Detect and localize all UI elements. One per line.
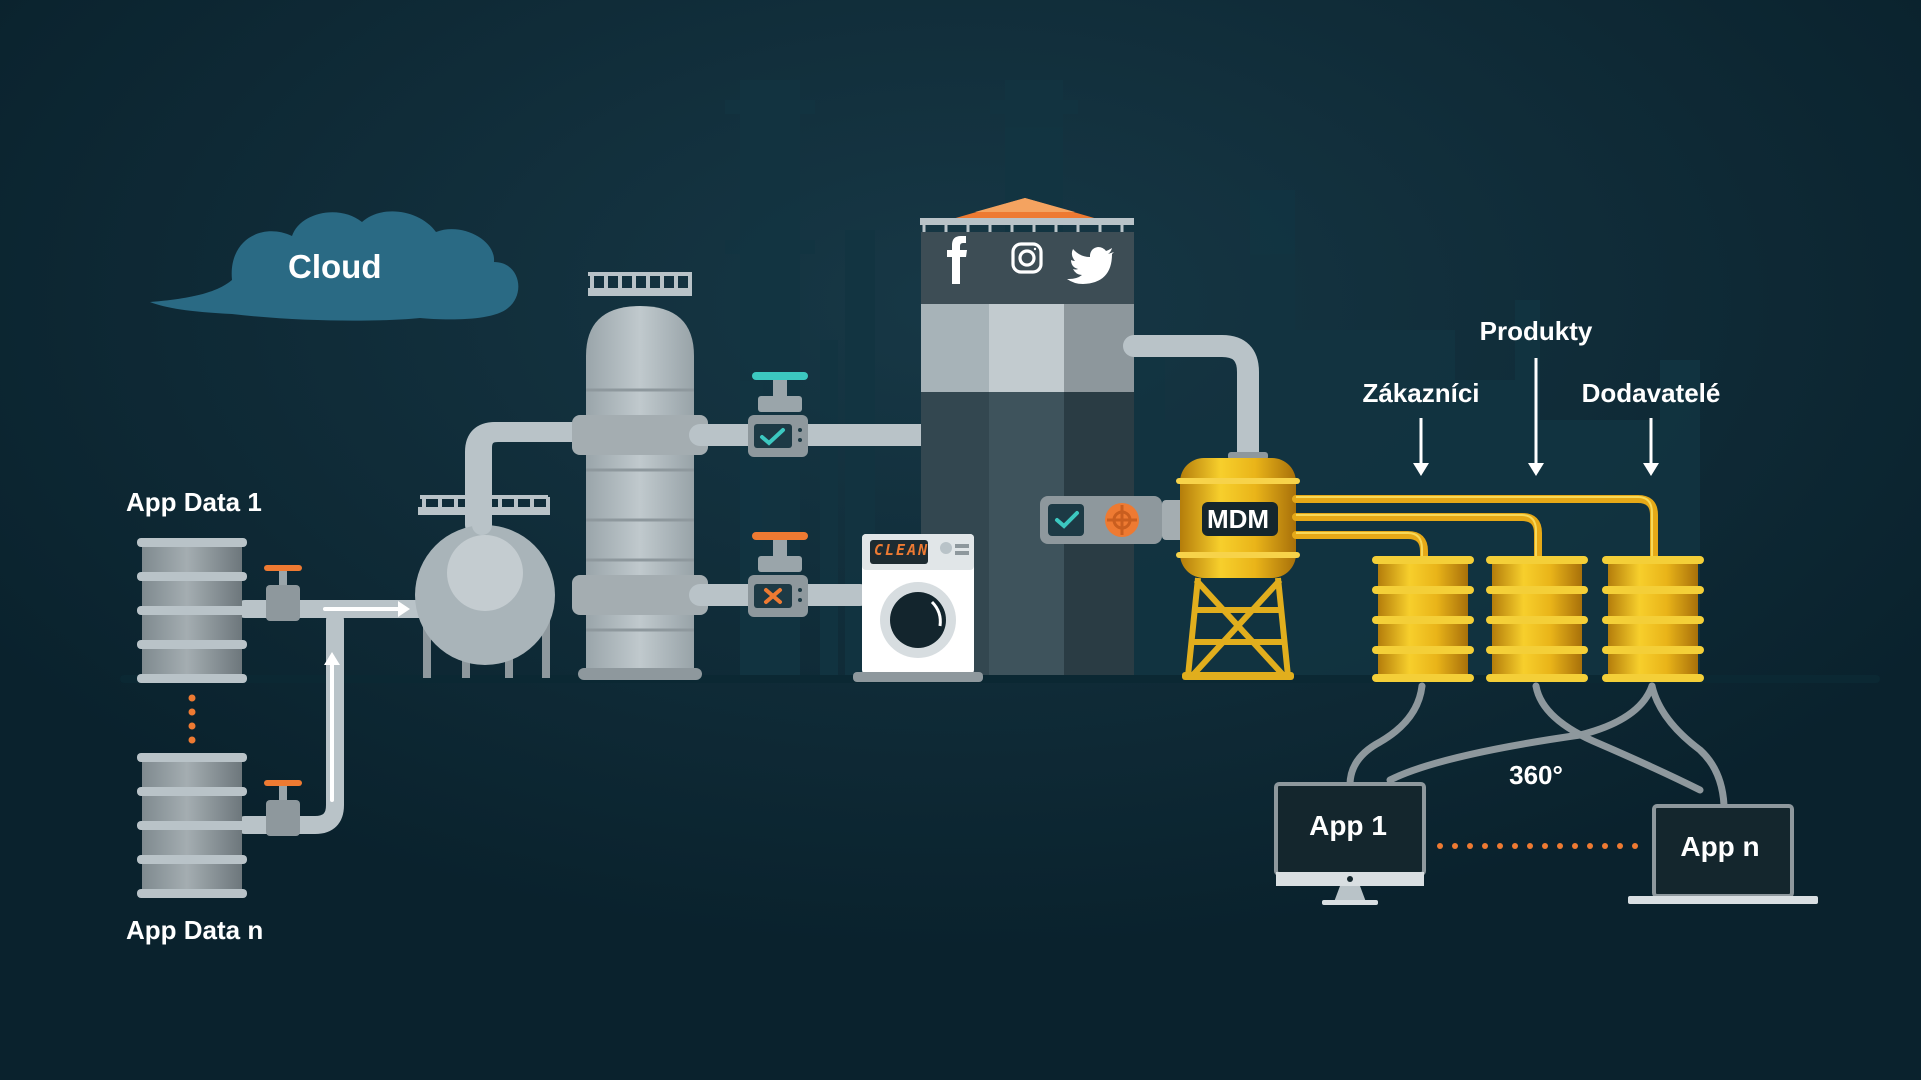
pipe-silo-to-mdm bbox=[1123, 335, 1259, 469]
facebook-icon bbox=[947, 236, 967, 284]
barrel-app-data-n bbox=[137, 753, 247, 898]
produkty-label: Produkty bbox=[1479, 316, 1593, 346]
app-n-label: App n bbox=[1680, 831, 1760, 862]
data-cables bbox=[1346, 682, 1728, 809]
dodavatele-label: Dodavatelé bbox=[1581, 378, 1721, 408]
flow-arrow-right bbox=[398, 601, 410, 617]
mdm-label: MDM bbox=[1207, 504, 1270, 534]
valve-barrel-n bbox=[264, 780, 302, 836]
app-data-n-label: App Data n bbox=[126, 915, 264, 945]
app-data-1-label: App Data 1 bbox=[126, 487, 262, 517]
flow-arrow-up bbox=[324, 652, 340, 665]
input-arrows bbox=[1413, 358, 1659, 476]
barrel-app-data-1 bbox=[137, 538, 247, 683]
barrel-ellipsis-dots bbox=[188, 694, 196, 744]
gold-barrel-dodavatele bbox=[1602, 556, 1704, 682]
pipe-sphere-to-column bbox=[472, 422, 600, 535]
gold-barrel-zakaznici bbox=[1372, 556, 1474, 682]
gold-pipes-highlight bbox=[1296, 496, 1653, 565]
valve-lower-cross bbox=[748, 532, 808, 617]
valve-barrel-1 bbox=[264, 565, 302, 621]
valve-upper-check bbox=[748, 372, 808, 457]
cloud-label: Cloud bbox=[288, 248, 382, 285]
valve-mdm-inlet bbox=[1040, 496, 1186, 544]
cloud-shape bbox=[150, 211, 519, 321]
apps-ellipsis-dots bbox=[1437, 843, 1638, 849]
app-1-label: App 1 bbox=[1309, 810, 1387, 841]
twitter-icon bbox=[1067, 247, 1114, 284]
distillation-column bbox=[572, 272, 708, 680]
gold-barrel-produkty bbox=[1486, 556, 1588, 682]
app-1-monitor bbox=[1274, 782, 1426, 905]
washing-machine bbox=[853, 534, 983, 682]
view-360-label: 360° bbox=[1509, 760, 1563, 790]
washer-display-text: CLEAN bbox=[874, 541, 930, 559]
instagram-icon bbox=[1011, 242, 1043, 274]
zakaznici-label: Zákazníci bbox=[1362, 378, 1480, 408]
mdm-tank bbox=[1176, 452, 1300, 680]
app-n-laptop bbox=[1628, 804, 1818, 904]
